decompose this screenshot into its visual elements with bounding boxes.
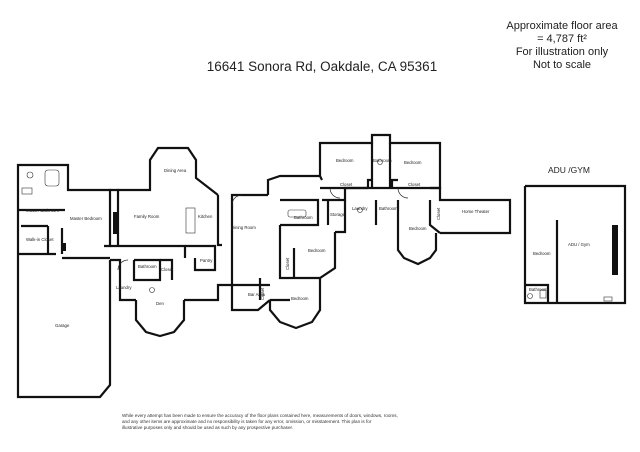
room-label: Garage (55, 323, 70, 328)
disclaimer-line: While every attempt has been made to ens… (122, 413, 398, 418)
room-label: Pantry (200, 258, 213, 263)
bathtub-icon (44, 169, 60, 187)
room-label: Bathroom (373, 158, 392, 163)
room-label: Walk-in Closet (26, 237, 54, 242)
toilet-icon (527, 293, 533, 299)
adu-walls (523, 184, 627, 305)
room-label: Closet (408, 182, 421, 187)
adu-title: ADU /GYM (547, 165, 591, 175)
toilet-icon (377, 159, 383, 165)
room-label: Bathroom (138, 264, 157, 269)
room-label: Closet (436, 207, 441, 220)
room-label: Bedroom (308, 248, 326, 253)
room-label: ADU / Gym (568, 242, 590, 247)
toilet-icon (357, 207, 363, 213)
sink-icon (21, 187, 33, 195)
room-label: Den (156, 301, 164, 306)
shower-icon (539, 289, 547, 299)
room-label: Kitchen (198, 214, 213, 219)
room-label: Closet (260, 287, 265, 300)
stair-icon (62, 243, 66, 251)
room-label: Closet (340, 182, 353, 187)
room-label: Master Bathroom (26, 208, 59, 213)
room-labels: Master Bathroom Master Bedroom Walk-in C… (26, 158, 590, 328)
room-label: Bedroom (336, 158, 354, 163)
room-label: Bedroom (291, 296, 309, 301)
room-label: Storage (330, 212, 346, 217)
room-label: Family Room (134, 214, 160, 219)
door-swing-icon (117, 259, 129, 271)
door-swing-icon (329, 187, 341, 199)
sink-icon (603, 296, 613, 302)
room-label: Bedroom (533, 251, 551, 256)
disclaimer-line: illustrative purposes only and should be… (122, 424, 294, 430)
main-house-walls (16, 133, 512, 399)
door-swing-icon (231, 194, 243, 206)
room-label: Master Bedroom (70, 216, 102, 221)
room-label: Closet (161, 267, 174, 272)
room-label: Bathroom (529, 287, 548, 292)
floor-area-note: Approximate floor area = 4,787 ft² For i… (488, 20, 636, 72)
room-label: Laundry (352, 206, 368, 211)
door-swing-icon (397, 187, 409, 199)
floor-area-value: = 4,787 ft² (537, 33, 587, 45)
toilet-icon (26, 171, 34, 179)
room-label: Bedroom (409, 226, 427, 231)
room-label: Laundry (116, 285, 132, 290)
disclaimer-line: and any other items are approximate and … (122, 418, 372, 424)
disclaimer-text: While every attempt has been made to ens… (122, 413, 456, 430)
illustration-note: For illustration only (515, 46, 609, 58)
adu-wall-mirror (612, 225, 618, 275)
bathtub-icon (287, 209, 307, 218)
room-label: Bar Area (248, 292, 265, 297)
scale-note: Not to scale (532, 59, 592, 71)
room-label: Closet (285, 257, 290, 270)
toilet-icon (149, 287, 155, 293)
room-label: Home Theater (462, 209, 490, 214)
room-label: Bedroom (404, 160, 422, 165)
floor-area-line: Approximate floor area (506, 20, 618, 32)
property-address: 16641 Sonora Rd, Oakdale, CA 95361 (206, 59, 438, 74)
fireplace-icon (113, 212, 118, 234)
fixtures (21, 159, 613, 302)
room-label: Dining Room (231, 225, 256, 230)
kitchen-island-icon (185, 207, 196, 234)
room-label: Bathroom (294, 215, 313, 220)
room-label: Bathroom (379, 206, 398, 211)
room-label: Dining Area (164, 168, 187, 173)
